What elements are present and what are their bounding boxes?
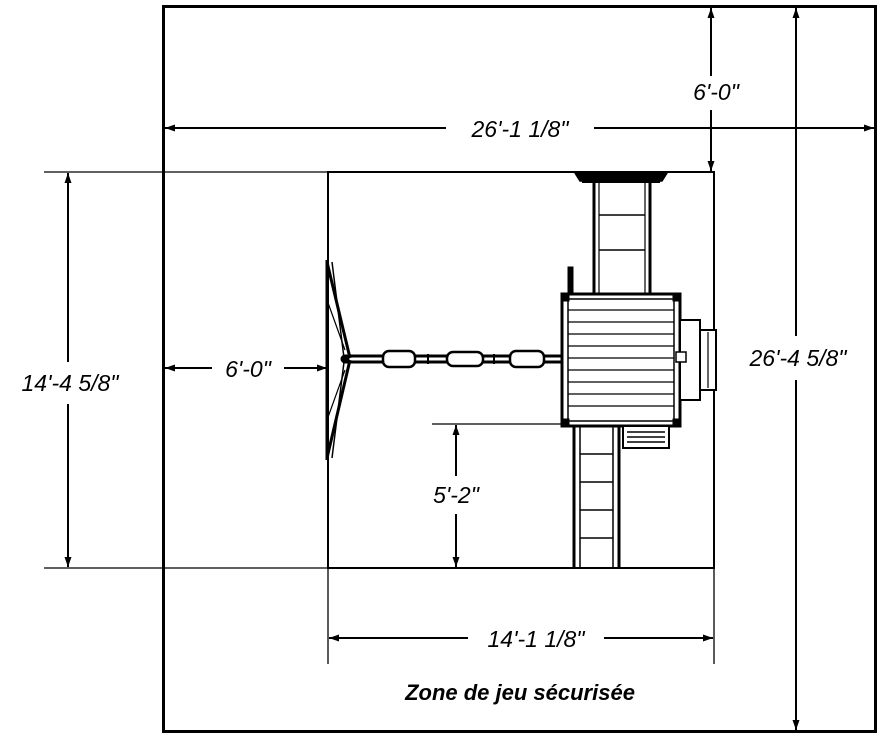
inner-height-label: 14'-4 5/8" <box>22 370 121 396</box>
inner-width-label: 14'-1 1/8" <box>488 626 587 652</box>
playset-drawing <box>325 172 717 568</box>
extension-lines <box>44 171 715 664</box>
outer-safety-zone <box>162 5 877 733</box>
bottom-gap-label: 5'-2" <box>433 482 481 508</box>
left-offset-label: 6'-0" <box>225 356 273 382</box>
swing-a-frame <box>325 260 352 460</box>
dimension-lines <box>64 7 874 730</box>
safety-zone-caption: Zone de jeu sécurisée <box>404 680 635 705</box>
main-deck <box>560 292 682 428</box>
bottom-ladder <box>572 426 621 568</box>
swing-beam <box>345 349 568 369</box>
overall-width-label: 26'-1 1/8" <box>471 116 571 142</box>
step-ladder <box>622 425 670 449</box>
top-offset-label: 6'-0" <box>693 79 741 105</box>
side-panel <box>675 319 717 401</box>
top-slide <box>573 172 669 294</box>
overall-height-label: 26'-4 5/8" <box>749 345 849 371</box>
